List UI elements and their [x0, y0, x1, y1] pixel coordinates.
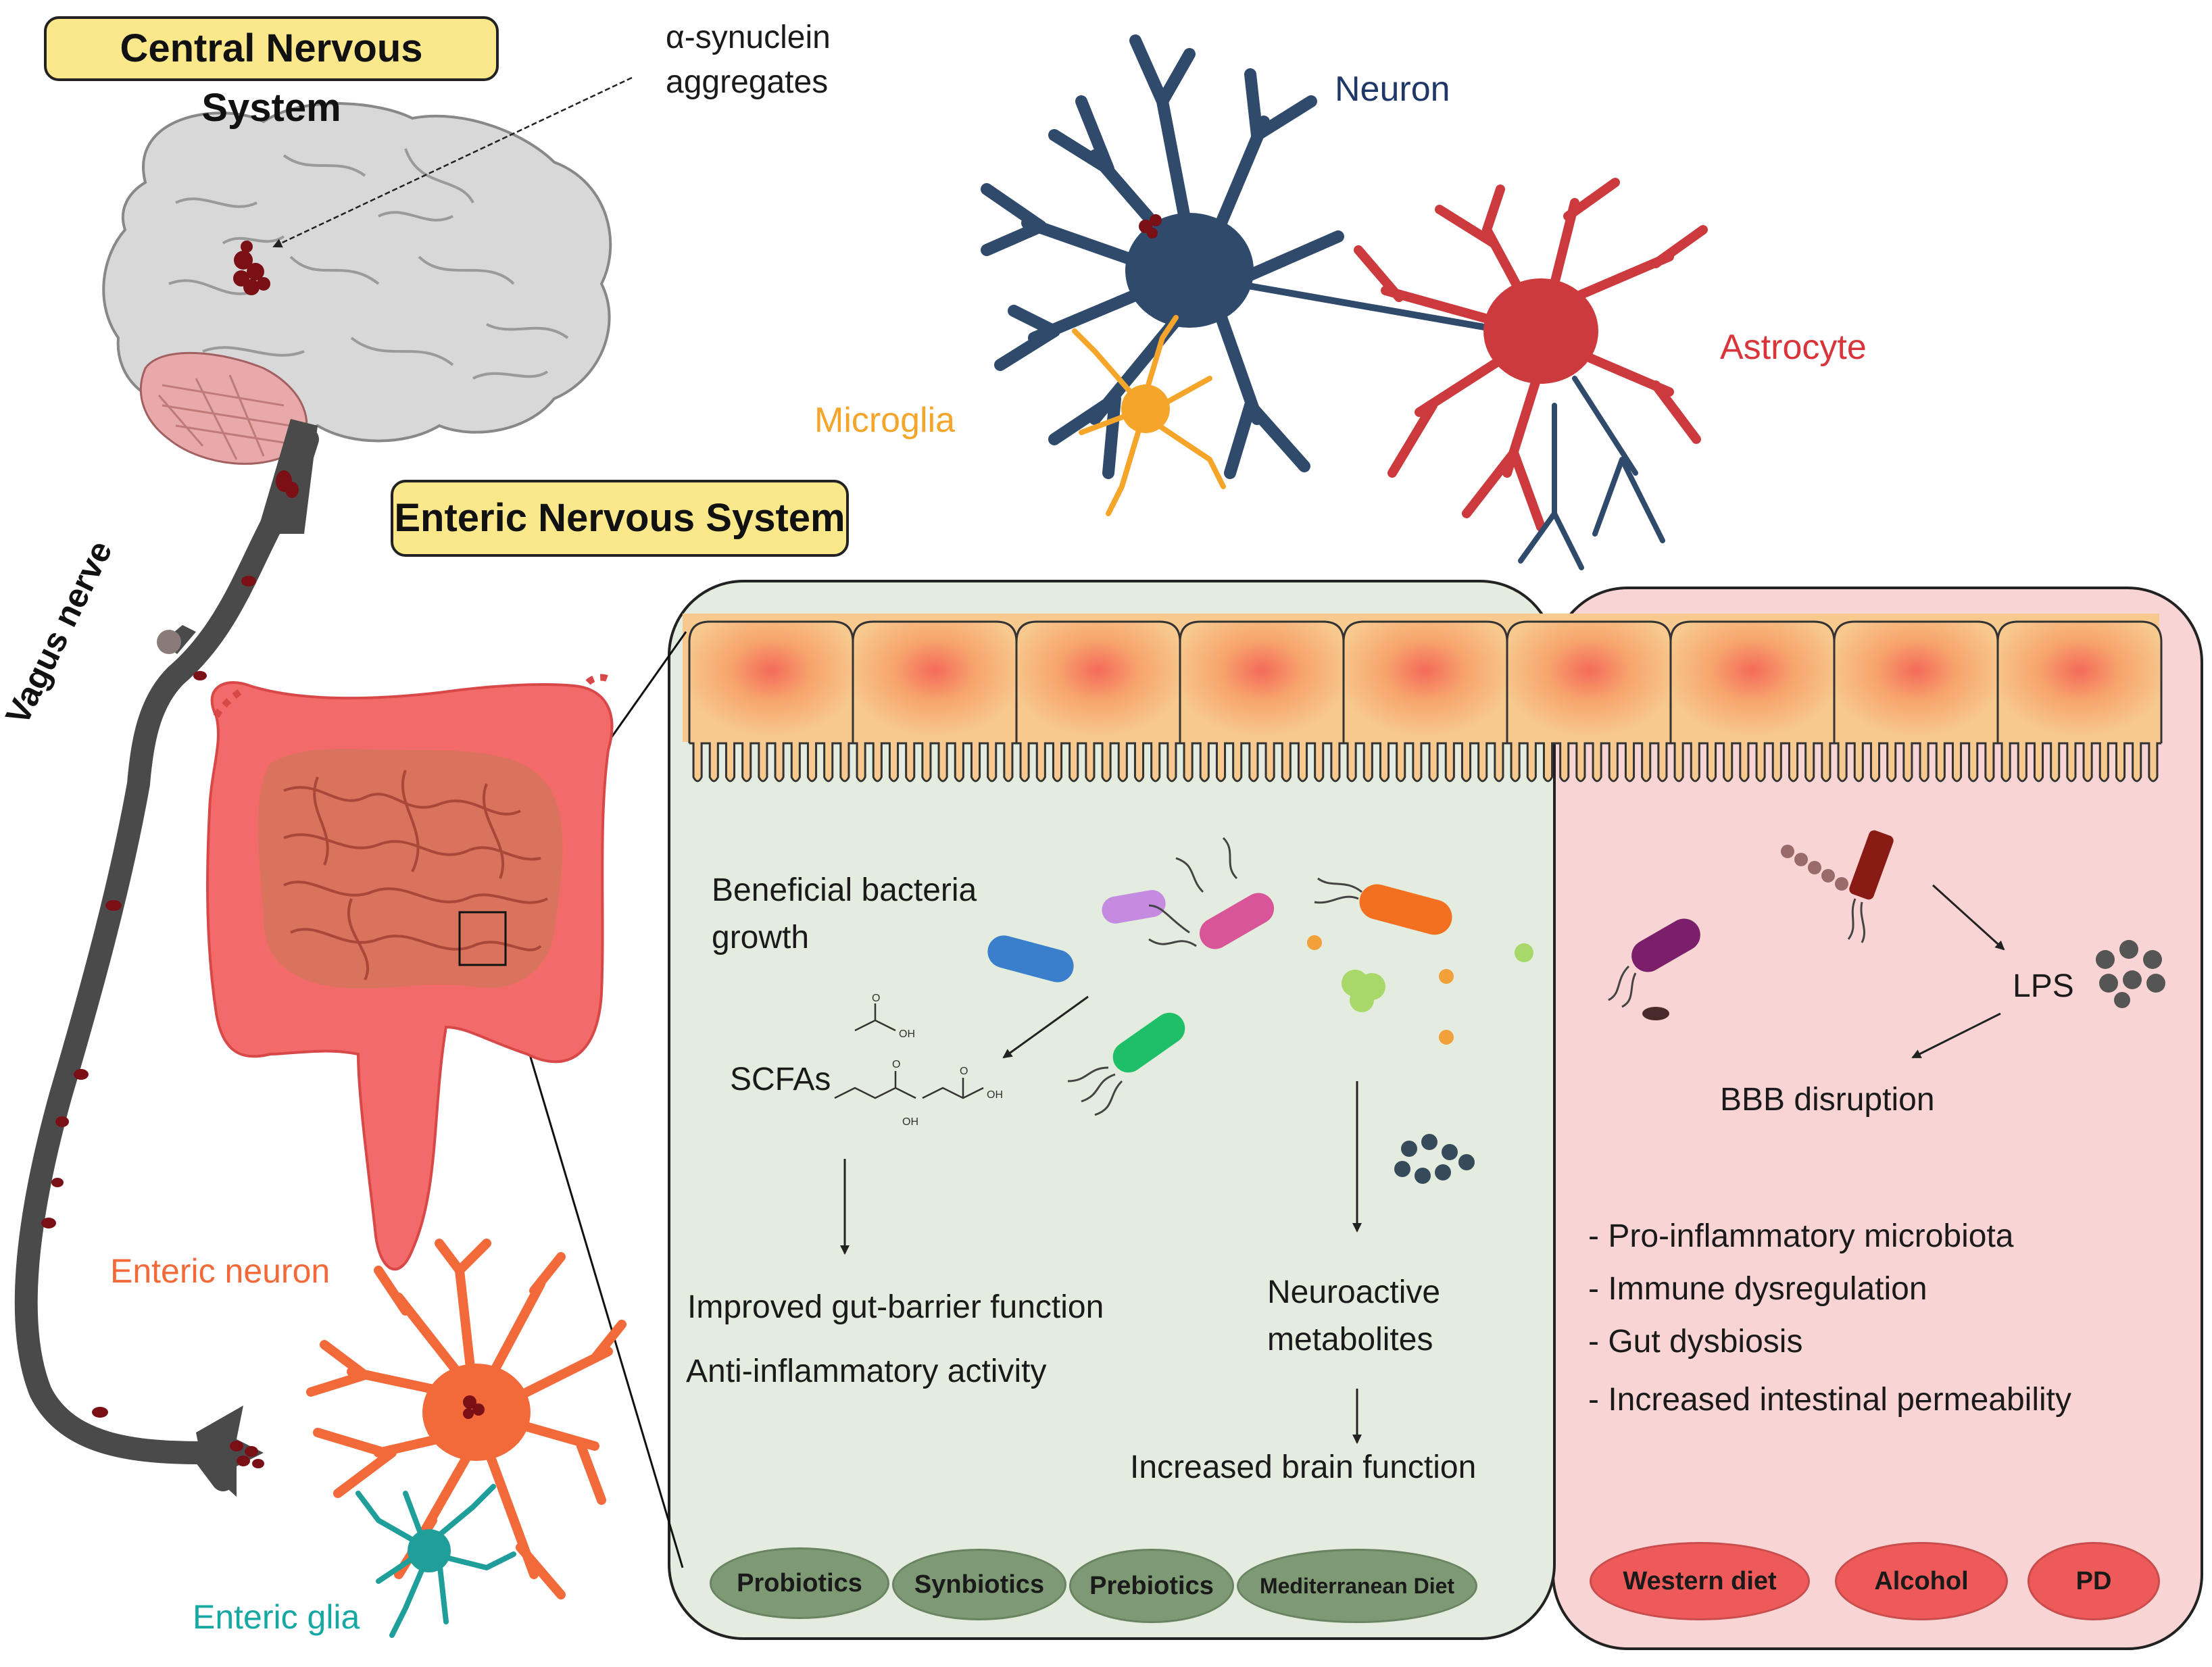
microvilli: [853, 742, 1016, 782]
pill-western-diet: Western diet: [1590, 1542, 1810, 1620]
neuroactive-particles: [1394, 1134, 1475, 1184]
pill-prebiotics: Prebiotics: [1069, 1549, 1234, 1623]
microvilli: [689, 742, 853, 782]
neuron-aggregate: [1139, 214, 1162, 239]
pill-mediterranean: Mediterranean Diet: [1237, 1549, 1477, 1623]
synuclein-aggregate-icon: [233, 241, 270, 295]
metabolite-dots: [1307, 935, 1454, 1045]
svg-text:O: O: [872, 993, 880, 1004]
microvilli: [1507, 742, 1671, 782]
synuclein-pointer: [272, 76, 633, 248]
epithelial-cell: [1996, 620, 2163, 743]
bacteria-orange-icon: [1314, 877, 1452, 935]
arrow-bacteria-scfa: [1002, 995, 1089, 1059]
lps-particles: [2096, 940, 2165, 1008]
zoom-box: [458, 911, 507, 966]
green-cocci: [1342, 943, 1533, 1012]
enteric-neuron-aggregate: [463, 1395, 485, 1419]
nerve-aggregates: [41, 470, 299, 1418]
microvilli: [1998, 742, 2161, 782]
epithelial-cell: [1015, 620, 1181, 743]
scfa-label: SCFAs: [730, 1062, 831, 1097]
disease-list-item: - Immune dysregulation: [1588, 1271, 1927, 1307]
disease-list-item: - Pro-inflammatory microbiota: [1588, 1218, 2014, 1254]
intestine-icon: [206, 674, 615, 1271]
arrow-lps-bbb: [1911, 1012, 2001, 1059]
epithelial-cell: [1833, 620, 1999, 743]
astrocyte-icon: [1354, 178, 1708, 532]
bacteria-brown-small-icon: [1642, 1007, 1669, 1020]
pill-pd: PD: [2027, 1542, 2160, 1620]
microvilli: [1180, 742, 1344, 782]
bacteria-rod-icon: [1847, 830, 1894, 943]
lps-label: LPS: [2013, 968, 2074, 1004]
epithelial-cells: [688, 620, 2163, 782]
epithelial-cell: [1506, 620, 1672, 743]
svg-text:OH: OH: [902, 1116, 918, 1128]
bbb-label: BBB disruption: [1720, 1082, 1935, 1118]
nerve-terminal: [196, 1405, 264, 1497]
arrow-bacteria-lps: [1932, 884, 2005, 951]
brain-function-label: Increased brain function: [1130, 1449, 1477, 1485]
disease-list-item: - Increased intestinal permeability: [1588, 1382, 2072, 1418]
neuroactive-label-line2: metabolites: [1267, 1322, 1433, 1358]
scfa-atom-labels: OH OH OH O O O: [872, 993, 1003, 1128]
microvilli: [1671, 742, 1834, 782]
healthy-panel: [668, 580, 1556, 1640]
beneficial-label-line2: growth: [712, 920, 810, 955]
bacteria-chain-icon: [1781, 845, 1848, 891]
microvilli: [1834, 742, 1998, 782]
bacteria-blue-icon: [987, 935, 1074, 982]
bacteria-pink-icon: [1148, 837, 1275, 949]
microglia-label: Microglia: [814, 401, 956, 440]
enteric-neuron-label: Enteric neuron: [110, 1252, 330, 1290]
pill-probiotics: Probiotics: [710, 1547, 889, 1619]
svg-text:O: O: [960, 1066, 968, 1077]
cns-label: Central Nervous System: [44, 16, 499, 130]
svg-text:O: O: [892, 1059, 900, 1070]
neuron-icon: [981, 34, 1510, 479]
epithelial-cell: [852, 620, 1018, 743]
microvilli: [1016, 742, 1180, 782]
neuron-label: Neuron: [1335, 70, 1450, 109]
bacteria-purple-icon: [1608, 918, 1700, 1008]
anti-inflammatory-label: Anti-inflammatory activity: [686, 1353, 1047, 1389]
astrocyte-endfeet: [1518, 376, 1665, 570]
zoom-line: [502, 966, 684, 1568]
svg-text:OH: OH: [899, 1028, 915, 1040]
brain-icon: [102, 102, 612, 465]
pill-alcohol: Alcohol: [1835, 1542, 2008, 1620]
beneficial-label-line1: Beneficial bacteria: [712, 872, 977, 908]
epithelial-cell: [1342, 620, 1508, 743]
epithelial-cell: [688, 620, 854, 743]
astrocyte-label: Astrocyte: [1720, 328, 1867, 367]
improved-barrier-label: Improved gut-barrier function: [687, 1289, 1104, 1325]
epithelial-cell: [1179, 620, 1345, 743]
ens-label: Enteric Nervous System: [391, 480, 849, 557]
neuroactive-label-line1: Neuroactive: [1267, 1274, 1441, 1310]
pill-synbiotics: Synbiotics: [892, 1549, 1066, 1620]
enteric-glia-label: Enteric glia: [193, 1598, 360, 1636]
microvilli: [1344, 742, 1507, 782]
synuclein-label-line1: α-synuclein: [666, 20, 831, 55]
epithelial-cell: [1669, 620, 1836, 743]
svg-text:OH: OH: [987, 1089, 1003, 1101]
bacteria-lilac-icon: [1102, 890, 1166, 924]
nerve-branch: [157, 625, 196, 654]
enteric-glia-icon: [355, 1484, 516, 1638]
synuclein-label-line2: aggregates: [666, 64, 829, 100]
bacteria-green-icon: [1067, 1012, 1185, 1116]
microglia-icon: [1072, 315, 1226, 516]
released-aggregates: [230, 1441, 264, 1468]
scfa-structures: [834, 1003, 984, 1099]
disease-list-item: - Gut dysbiosis: [1588, 1324, 1803, 1360]
enteric-neuron-icon: [306, 1239, 626, 1599]
